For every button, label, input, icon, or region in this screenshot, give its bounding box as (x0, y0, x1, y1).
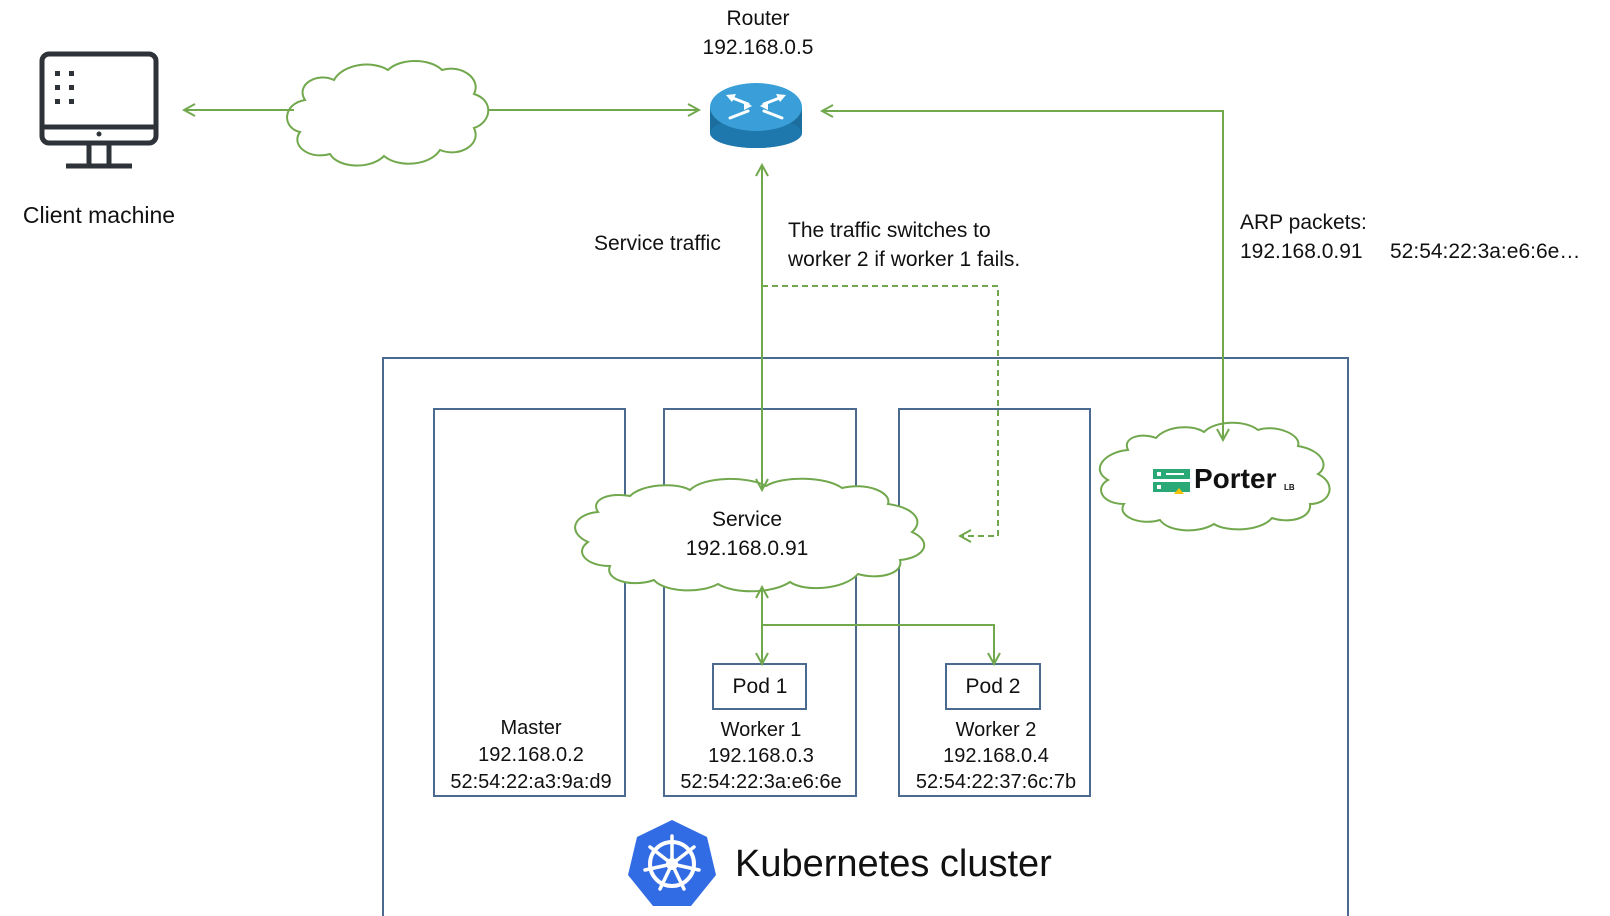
arrow-service-to-pod2 (762, 624, 994, 664)
cloud-icon (286, 60, 490, 167)
pod1-label: Pod 1 (732, 675, 788, 698)
failover-dashed-path (762, 285, 999, 536)
worker2-name-label: Worker 2 (955, 719, 1037, 741)
porter-wordmark: Porter (1194, 463, 1277, 494)
pod2-label: Pod 2 (965, 675, 1021, 698)
worker1-ip-label: 192.168.0.3 (708, 745, 814, 767)
arp-mac-label: 52:54:22:3a:e6:6e… (1390, 240, 1581, 263)
master-node-box (433, 408, 626, 797)
master-mac-label: 52:54:22:a3:9a:d9 (450, 771, 612, 793)
pod1-box (712, 663, 807, 710)
porter-logo-icon (1153, 469, 1190, 494)
worker1-mac-label: 52:54:22:3a:e6:6e (680, 771, 842, 793)
service-name-label: Service (711, 508, 783, 531)
router-ip-label: 192.168.0.5 (702, 36, 814, 59)
arp-ip-label: 192.168.0.91 (1240, 240, 1363, 263)
failover-line2-label: worker 2 if worker 1 fails. (788, 248, 1021, 271)
kubernetes-wheel-icon (628, 820, 716, 906)
cluster-frame (382, 357, 1349, 916)
porter-cloud-icon (1098, 421, 1331, 532)
master-ip-label: 192.168.0.2 (478, 744, 584, 766)
kubernetes-cluster-label: Kubernetes cluster (735, 843, 1052, 885)
worker1-name-label: Worker 1 (720, 719, 802, 741)
arp-title-label: ARP packets: (1240, 211, 1367, 234)
pod2-box (945, 663, 1041, 710)
router-name-label: Router (726, 7, 790, 30)
service-ip-label: 192.168.0.91 (685, 537, 809, 560)
porter-lb-mark: LB (1284, 483, 1295, 492)
service-traffic-label: Service traffic (594, 232, 721, 255)
worker2-mac-label: 52:54:22:37:6c:7b (915, 771, 1077, 793)
service-cloud-icon (574, 477, 925, 593)
worker2-node-box (898, 408, 1091, 797)
router-icon (710, 83, 802, 148)
master-name-label: Master (500, 717, 562, 739)
failover-line1-label: The traffic switches to (788, 219, 991, 242)
worker2-ip-label: 192.168.0.4 (943, 745, 1049, 767)
arrow-arp-to-router (822, 111, 1224, 440)
monitor-icon (39, 51, 159, 169)
client-machine-label: Client machine (22, 202, 176, 228)
